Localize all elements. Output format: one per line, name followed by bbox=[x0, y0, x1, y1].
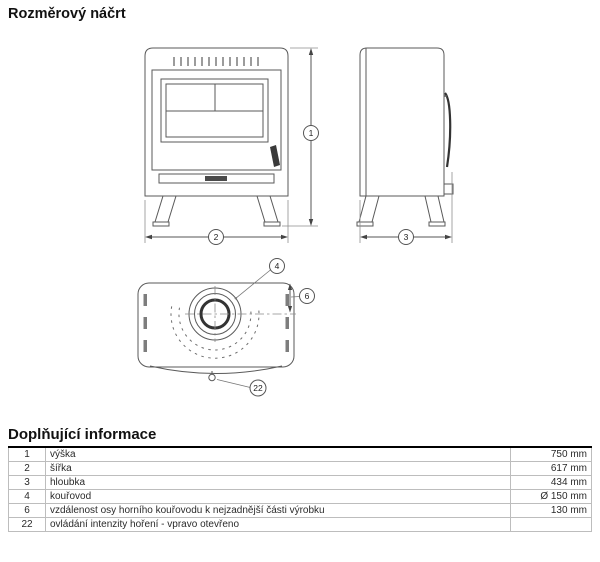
row-description: vzdálenost osy horního kouřovodu k nejza… bbox=[45, 503, 511, 518]
additional-info-section: Doplňující informace 1 výška 750 mm 2 ší… bbox=[8, 426, 592, 532]
side-front-leg bbox=[358, 195, 380, 223]
front-left-foot bbox=[152, 221, 170, 227]
table-row: 2 šířka 617 mm bbox=[8, 461, 592, 476]
control-knob bbox=[208, 373, 216, 382]
curved-front-edge bbox=[149, 365, 283, 374]
extension-lines bbox=[144, 47, 453, 243]
row-number: 2 bbox=[8, 461, 46, 476]
row-value: Ø 150 mm bbox=[510, 489, 592, 504]
callout-6-label: 6 bbox=[305, 291, 310, 301]
callout-22-label: 22 bbox=[253, 383, 263, 393]
door-glass bbox=[160, 78, 269, 143]
table-row: 4 kouřovod Ø 150 mm bbox=[8, 489, 592, 504]
callout-3-bubble bbox=[398, 229, 414, 245]
row-value: 750 mm bbox=[510, 446, 592, 462]
row-description: kouřovod bbox=[45, 489, 511, 504]
callout-2-bubble bbox=[208, 229, 224, 245]
row-description: ovládání intenzity hoření - vpravo otevř… bbox=[45, 517, 511, 532]
callout-bubbles: 1 2 3 4 6 22 bbox=[208, 125, 414, 397]
side-vent-slots bbox=[143, 294, 289, 352]
row-description: hloubka bbox=[45, 475, 511, 490]
ash-lip bbox=[158, 173, 275, 184]
table-row: 1 výška 750 mm bbox=[8, 446, 592, 462]
side-body-outline bbox=[359, 47, 445, 197]
callout-6-bubble bbox=[299, 288, 315, 304]
row-number: 1 bbox=[8, 446, 46, 462]
side-rear-leg bbox=[424, 195, 445, 223]
table-row: 22 ovládání intenzity hoření - vpravo ot… bbox=[8, 517, 592, 532]
row-number: 3 bbox=[8, 475, 46, 490]
page-title: Rozměrový náčrt bbox=[8, 6, 126, 22]
dimensional-drawing: 1 2 3 4 6 22 bbox=[137, 47, 454, 397]
table-row: 6 vzdálenost osy horního kouřovodu k nej… bbox=[8, 503, 592, 518]
door-frame bbox=[151, 69, 282, 171]
side-door-handle-lever bbox=[444, 92, 452, 168]
front-left-leg bbox=[154, 195, 177, 223]
top-view bbox=[137, 282, 296, 382]
row-number: 4 bbox=[8, 489, 46, 504]
row-value: 434 mm bbox=[510, 475, 592, 490]
table-row: 3 hloubka 434 mm bbox=[8, 475, 592, 490]
section-title-additional-info: Doplňující informace bbox=[8, 426, 157, 443]
front-right-foot bbox=[263, 221, 281, 227]
callout-1-bubble bbox=[303, 125, 319, 141]
side-view bbox=[356, 47, 454, 227]
flue-center-lines bbox=[185, 286, 296, 342]
callout-4-bubble bbox=[269, 258, 285, 274]
stove-body-outline bbox=[144, 47, 289, 197]
callout-1-label: 1 bbox=[309, 128, 314, 138]
row-number: 6 bbox=[8, 503, 46, 518]
top-body-outline bbox=[137, 282, 295, 368]
callout-2-label: 2 bbox=[214, 232, 219, 242]
additional-info-table: 1 výška 750 mm 2 šířka 617 mm 3 hloubka … bbox=[8, 446, 592, 532]
row-value: 130 mm bbox=[510, 503, 592, 518]
dimension-flue-offset bbox=[287, 283, 293, 313]
callout-22-bubble bbox=[249, 379, 267, 397]
vent-hole-arc-outer bbox=[170, 306, 260, 359]
side-rear-foot bbox=[428, 221, 446, 227]
callout-4-label: 4 bbox=[275, 261, 280, 271]
glass-divider-lines bbox=[166, 84, 263, 112]
row-description: šířka bbox=[45, 461, 511, 476]
door-handle bbox=[270, 145, 280, 167]
callout-3-label: 3 bbox=[404, 232, 409, 242]
row-description: výška bbox=[45, 446, 511, 462]
row-value: 617 mm bbox=[510, 461, 592, 476]
top-vent-grille bbox=[173, 57, 259, 66]
rear-detail-box bbox=[443, 183, 454, 195]
row-value bbox=[510, 517, 592, 532]
ash-lip-handle bbox=[205, 176, 227, 181]
row-number: 22 bbox=[8, 517, 46, 532]
side-front-foot bbox=[356, 221, 374, 227]
front-view bbox=[144, 47, 289, 227]
callout-leaders bbox=[216, 269, 301, 388]
front-right-leg bbox=[256, 195, 279, 223]
